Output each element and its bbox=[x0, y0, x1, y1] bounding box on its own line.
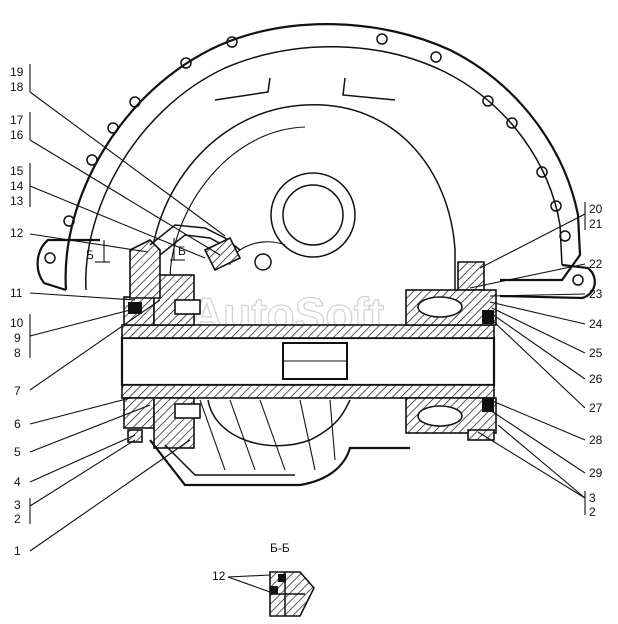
section-mark-left: Б bbox=[86, 248, 94, 262]
callout-1: 1 bbox=[14, 544, 21, 558]
right-bearing-assembly bbox=[405, 261, 497, 441]
callout-26: 26 bbox=[589, 372, 603, 386]
callout-27: 27 bbox=[589, 401, 603, 415]
callout-5: 5 bbox=[14, 445, 21, 459]
callout-16: 16 bbox=[10, 128, 24, 142]
callout-12: 12 bbox=[10, 226, 24, 240]
callout-3: 3 bbox=[14, 498, 21, 512]
callout-4: 4 bbox=[14, 475, 21, 489]
callout-8: 8 bbox=[14, 346, 21, 360]
section-marks: Б Б bbox=[86, 238, 186, 263]
callout-18: 18 bbox=[10, 80, 24, 94]
section-title: Б-Б bbox=[270, 541, 290, 555]
section-mark-right: Б bbox=[178, 244, 186, 258]
callout-20: 20 bbox=[589, 202, 603, 216]
callout-15: 15 bbox=[10, 164, 24, 178]
callout-10: 10 bbox=[10, 316, 24, 330]
housing-flange bbox=[36, 23, 596, 300]
callout-14: 14 bbox=[10, 179, 24, 193]
callout-3-right: 3 bbox=[589, 491, 596, 505]
callouts-left: 19 18 17 16 15 14 13 12 11 10 9 8 7 6 5 … bbox=[10, 64, 226, 558]
callout-9: 9 bbox=[14, 331, 21, 345]
oil-fitting bbox=[149, 224, 272, 272]
callout-28: 28 bbox=[589, 433, 603, 447]
callouts-right: 20 21 22 23 24 25 26 27 28 29 3 2 bbox=[469, 202, 603, 519]
callout-2: 2 bbox=[14, 512, 21, 526]
inner-housing bbox=[149, 104, 456, 300]
section-detail: Б-Б 12 bbox=[212, 541, 315, 617]
callout-24: 24 bbox=[589, 317, 603, 331]
callout-6: 6 bbox=[14, 417, 21, 431]
callout-25: 25 bbox=[589, 346, 603, 360]
callout-22: 22 bbox=[589, 257, 603, 271]
detail-callout-12: 12 bbox=[212, 569, 226, 583]
flange-bolt-holes bbox=[63, 33, 571, 242]
callout-21: 21 bbox=[589, 217, 603, 231]
shaft bbox=[120, 324, 496, 399]
callout-23: 23 bbox=[589, 287, 603, 301]
callout-19: 19 bbox=[10, 65, 24, 79]
callout-17: 17 bbox=[10, 113, 24, 127]
callout-7: 7 bbox=[14, 384, 21, 398]
lower-casing bbox=[149, 399, 410, 487]
callout-11: 11 bbox=[10, 286, 23, 300]
callout-29: 29 bbox=[589, 466, 603, 480]
callout-2-right: 2 bbox=[589, 505, 596, 519]
callout-13: 13 bbox=[10, 194, 24, 208]
